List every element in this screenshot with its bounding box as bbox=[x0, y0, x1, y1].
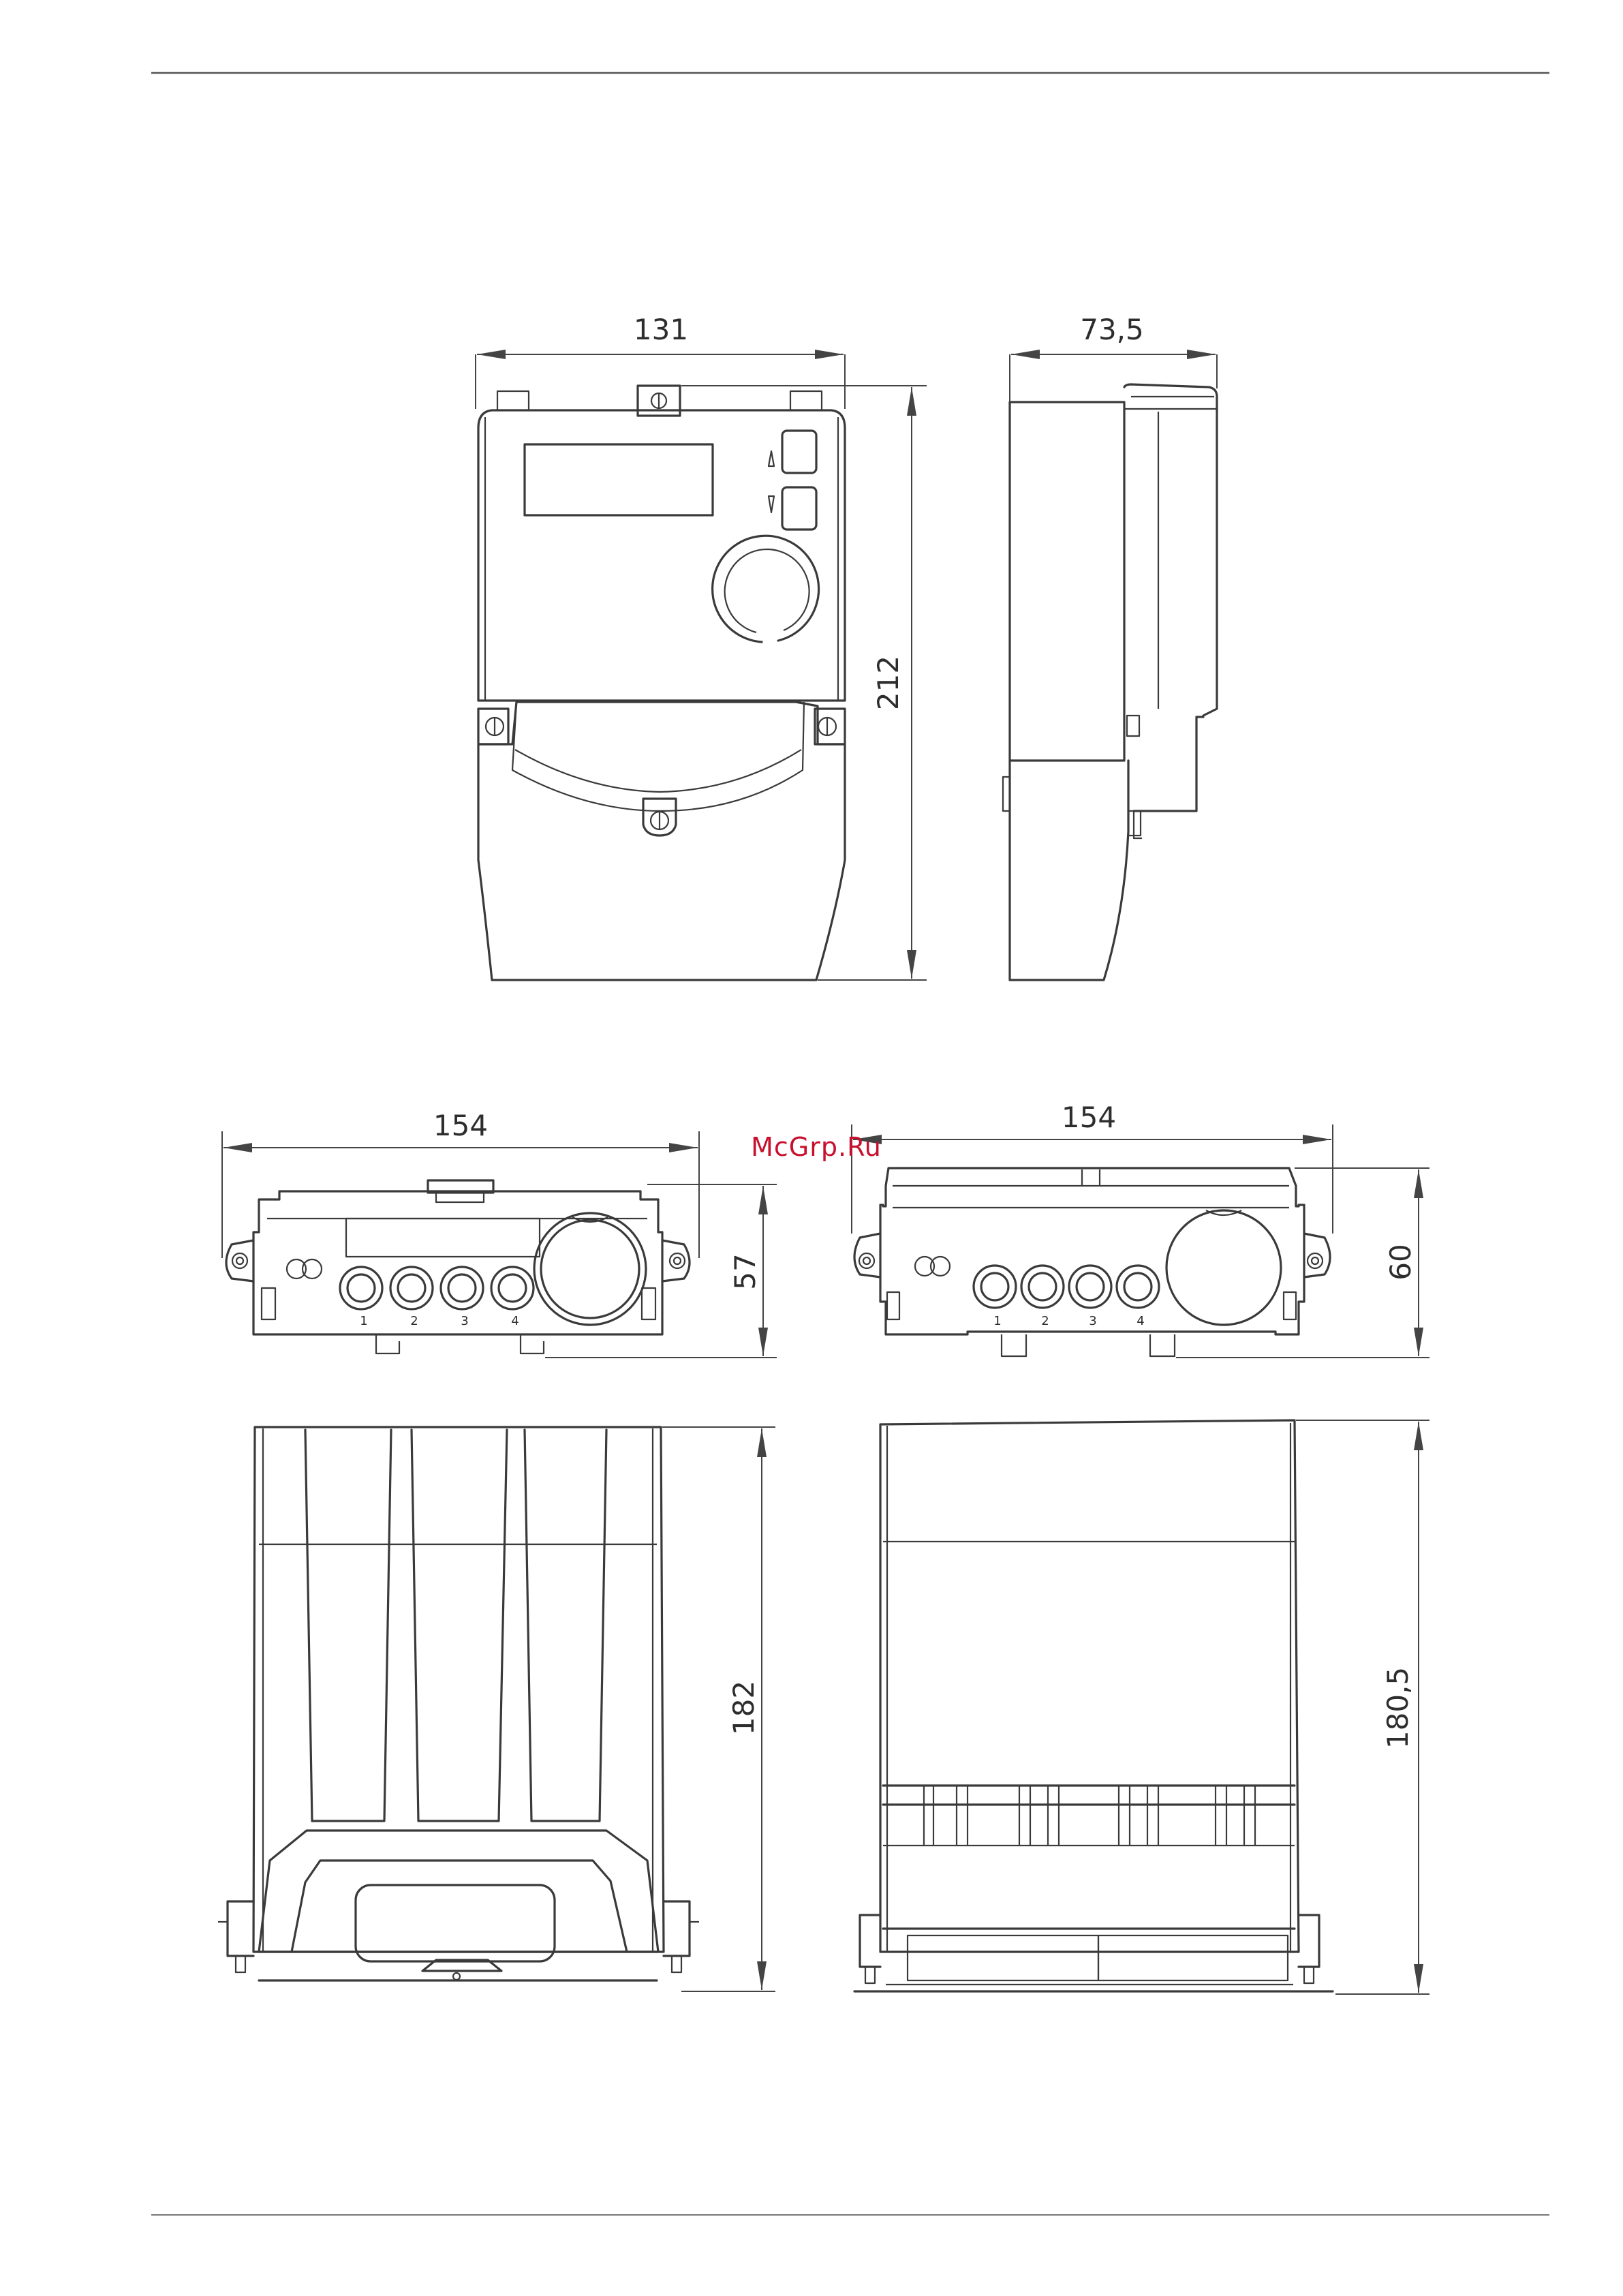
cover-view-left bbox=[218, 1427, 699, 1980]
terminal-number: 1 bbox=[993, 1314, 1001, 1328]
up-button bbox=[782, 431, 816, 473]
dim-label-182: 182 bbox=[727, 1681, 760, 1735]
dim-label-212: 212 bbox=[871, 656, 905, 710]
dim-label-131: 131 bbox=[634, 313, 688, 346]
dim-182: 182 bbox=[662, 1427, 775, 1991]
dim-label-154-right: 154 bbox=[1062, 1101, 1116, 1134]
terminal-number: 2 bbox=[410, 1314, 418, 1328]
dim-label-60: 60 bbox=[1384, 1244, 1417, 1280]
terminal-block-left: 1 2 3 4 bbox=[226, 1180, 690, 1353]
terminal-number: 4 bbox=[1137, 1314, 1144, 1328]
watermark-text: McGrp.Ru bbox=[751, 1132, 882, 1162]
dim-60: 60 bbox=[1176, 1168, 1429, 1358]
cover-view-right bbox=[854, 1420, 1333, 1991]
terminal-number: 1 bbox=[360, 1314, 367, 1328]
dim-label-73-5: 73,5 bbox=[1080, 313, 1144, 346]
terminal-number: 4 bbox=[511, 1314, 519, 1328]
dim-180-5: 180,5 bbox=[1296, 1420, 1429, 1994]
lcd-window bbox=[525, 444, 713, 515]
up-arrow-icon bbox=[769, 451, 774, 466]
dim-label-154-left: 154 bbox=[433, 1109, 488, 1142]
down-arrow-icon bbox=[769, 496, 774, 512]
dim-212: 212 bbox=[681, 386, 927, 980]
down-button bbox=[782, 487, 816, 530]
dim-57: 57 bbox=[545, 1184, 777, 1358]
terminal-block-right: 1 2 3 4 bbox=[854, 1168, 1330, 1356]
dim-73-5: 73,5 bbox=[1010, 313, 1217, 402]
terminal-number: 3 bbox=[461, 1314, 468, 1328]
side-view bbox=[1003, 384, 1217, 980]
terminal-number: 2 bbox=[1041, 1314, 1049, 1328]
dim-label-180-5: 180,5 bbox=[1381, 1667, 1415, 1749]
optical-port bbox=[713, 536, 819, 642]
terminal-number: 3 bbox=[1089, 1314, 1096, 1328]
dim-label-57: 57 bbox=[728, 1253, 762, 1289]
dim-131: 131 bbox=[476, 313, 845, 409]
front-view bbox=[478, 386, 845, 980]
